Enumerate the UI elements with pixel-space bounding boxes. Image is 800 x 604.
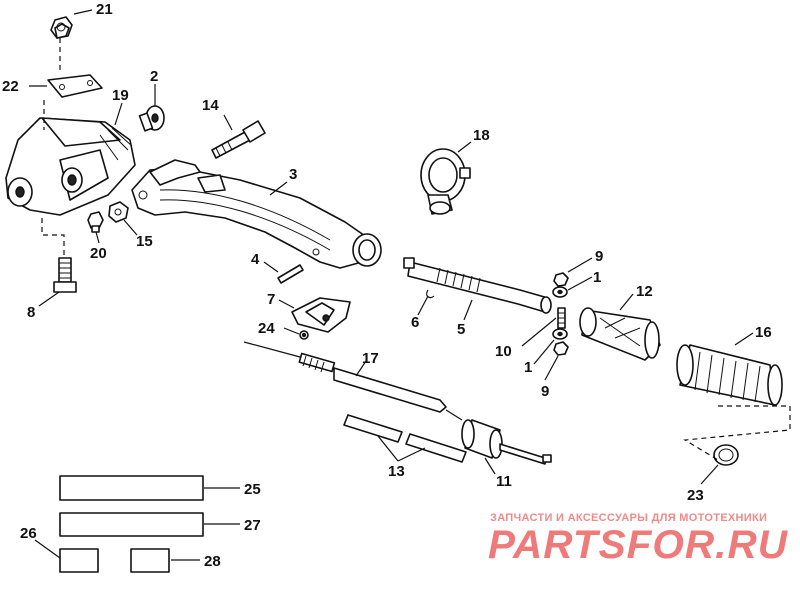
- callout-15: 15: [136, 233, 153, 250]
- callout-26: 26: [20, 525, 37, 542]
- callout-7: 7: [267, 291, 275, 308]
- leader-lines: [29, 9, 754, 561]
- callout-14: 14: [202, 97, 219, 114]
- part-5-throttle-shaft: [403, 257, 552, 314]
- callout-5: 5: [457, 321, 465, 338]
- watermark: ЗАПЧАСТИ И АКСЕССУАРЫ ДЛЯ МОТОТЕХНИКИ PA…: [488, 512, 788, 567]
- callout-21: 21: [96, 1, 113, 18]
- callout-13: 13: [388, 463, 405, 480]
- part-13-cable-sleeves: [343, 414, 467, 463]
- callout-6: 6: [411, 314, 419, 331]
- part-22-plate: [47, 74, 103, 98]
- part-16-grip: [676, 344, 783, 406]
- part-18-clamp: [420, 148, 471, 215]
- callout-11: 11: [496, 473, 512, 490]
- callout-9b: 9: [541, 383, 549, 400]
- part-20-grease-fitting: [87, 211, 104, 233]
- part-12-throttle-housing: [579, 307, 661, 361]
- part-19-swivel-bracket: [5, 112, 154, 216]
- callout-17: 17: [362, 350, 379, 367]
- callout-labels: 21 22 2 19 20 15 8 14 3 4 7 24 18 5 6 9 …: [2, 1, 772, 570]
- part-1-washer-upper: [552, 286, 568, 298]
- part-14-bolt: [211, 120, 266, 159]
- watermark-tagline: ЗАПЧАСТИ И АКСЕССУАРЫ ДЛЯ МОТОТЕХНИКИ: [490, 512, 767, 524]
- part-9-nut-lower: [553, 341, 569, 356]
- callout-4: 4: [251, 251, 260, 268]
- part-28-decal: [130, 548, 170, 573]
- callout-9a: 9: [595, 248, 603, 265]
- part-3-tiller-arm: [131, 159, 382, 269]
- part-11-cable-end: [461, 419, 552, 465]
- part-10-screw: [557, 307, 566, 329]
- callout-1b: 1: [524, 359, 532, 376]
- part-1-washer-lower: [552, 328, 568, 340]
- callout-19: 19: [112, 87, 129, 104]
- callout-2: 2: [150, 68, 158, 85]
- callout-18: 18: [473, 127, 490, 144]
- part-4-pin: [277, 264, 304, 284]
- part-9-nut-upper: [553, 272, 569, 287]
- callout-20: 20: [90, 245, 107, 262]
- callout-22: 22: [2, 78, 19, 95]
- callout-10: 10: [495, 343, 512, 360]
- callout-24: 24: [258, 320, 275, 337]
- callout-8: 8: [27, 304, 35, 321]
- callout-1a: 1: [593, 269, 601, 286]
- callout-25: 25: [244, 481, 261, 498]
- callout-27: 27: [244, 517, 261, 534]
- part-25-decal: [59, 475, 204, 501]
- part-7-bracket: [291, 297, 351, 333]
- part-17-throttle-cable: [243, 341, 463, 421]
- callout-16: 16: [755, 324, 772, 341]
- part-15-nut: [108, 201, 129, 223]
- part-26-decal: [59, 548, 99, 573]
- watermark-brand: PARTSFOR.RU: [488, 523, 788, 567]
- assembly-lines: [41, 38, 791, 461]
- part-23-end-cap: [713, 444, 739, 466]
- part-24-screw: [299, 330, 309, 340]
- callout-12: 12: [636, 283, 653, 300]
- callout-28: 28: [204, 553, 221, 570]
- part-21-nut: [50, 16, 73, 39]
- part-8-bolt: [53, 257, 77, 293]
- part-27-decal: [59, 512, 204, 537]
- callout-3: 3: [289, 166, 297, 183]
- callout-23: 23: [687, 487, 704, 504]
